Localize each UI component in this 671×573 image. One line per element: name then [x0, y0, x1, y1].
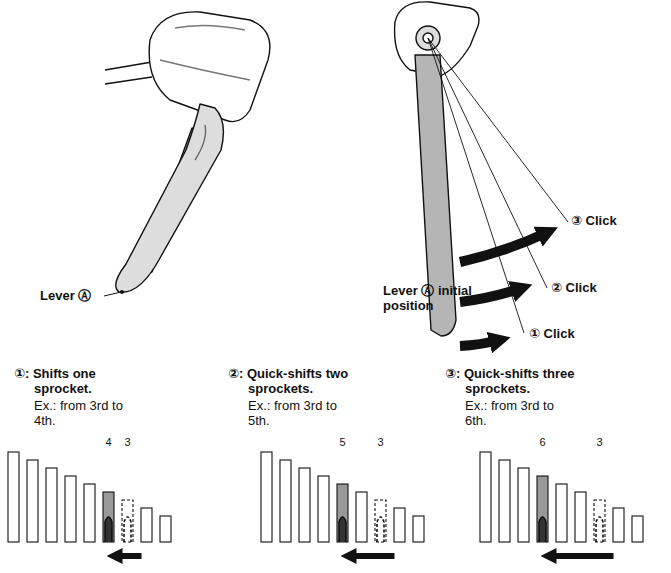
sprocket	[575, 492, 586, 542]
chain-mark	[596, 517, 603, 542]
click-label: ② Click	[551, 281, 631, 296]
gear-number: 4	[99, 436, 119, 449]
sprocket	[356, 492, 367, 542]
example-note: Ex.: from 3rd to 5th.	[248, 399, 360, 429]
sprocket	[337, 484, 348, 542]
gear-number: 3	[118, 436, 138, 449]
sprocket	[556, 484, 567, 542]
sprocket	[8, 452, 19, 542]
chain-mark	[539, 517, 546, 542]
sprocket	[537, 476, 548, 542]
example-note: Ex.: from 3rd to 4th.	[34, 399, 146, 429]
gear-number: 6	[533, 436, 553, 449]
sprocket	[84, 484, 95, 542]
sprocket	[122, 500, 133, 542]
chain-mark	[339, 517, 346, 542]
click-label: ① Click	[529, 327, 609, 342]
gear-number: 3	[371, 436, 391, 449]
step-heading: ①: Shifts one sprocket.	[14, 367, 144, 397]
sprocket	[318, 476, 329, 542]
example-note: Ex.: from 3rd to 6th.	[465, 399, 577, 429]
sprocket	[103, 492, 114, 542]
sprocket	[46, 468, 57, 542]
gear-number: 5	[333, 436, 353, 449]
sprocket	[141, 508, 152, 542]
chain-mark	[105, 517, 112, 542]
sprocket	[261, 452, 272, 542]
shift-arrow	[349, 553, 395, 559]
sprocket	[394, 508, 405, 542]
step-heading: ③: Quick-shifts three sprockets.	[445, 367, 595, 397]
shift-arrow	[115, 553, 142, 559]
sprocket	[27, 460, 38, 542]
sprocket	[160, 516, 171, 542]
shift-arrow	[549, 553, 614, 559]
sprocket	[594, 500, 605, 542]
chain-mark	[124, 517, 131, 542]
sprocket	[499, 460, 510, 542]
shift-lever-illustration	[104, 12, 270, 296]
sprocket	[613, 508, 624, 542]
sprocket	[299, 468, 310, 542]
chain-mark	[377, 517, 384, 542]
sprocket	[65, 476, 76, 542]
sprocket	[375, 500, 386, 542]
sprocket	[632, 516, 643, 542]
sprocket	[480, 452, 491, 542]
step-heading: ②: Quick-shifts two sprockets.	[228, 367, 360, 397]
part-label: Lever Ⓐ	[40, 289, 104, 304]
gear-number: 3	[590, 436, 610, 449]
sprocket	[413, 516, 424, 542]
part-label: Lever Ⓐ initial position	[383, 284, 491, 314]
click-label: ③ Click	[571, 214, 651, 229]
sprocket-set	[480, 452, 643, 556]
sprocket-diagrams	[8, 452, 643, 556]
sprocket-set	[8, 452, 171, 556]
sprocket	[280, 460, 291, 542]
sprocket-set	[261, 452, 424, 556]
sprocket	[518, 468, 529, 542]
